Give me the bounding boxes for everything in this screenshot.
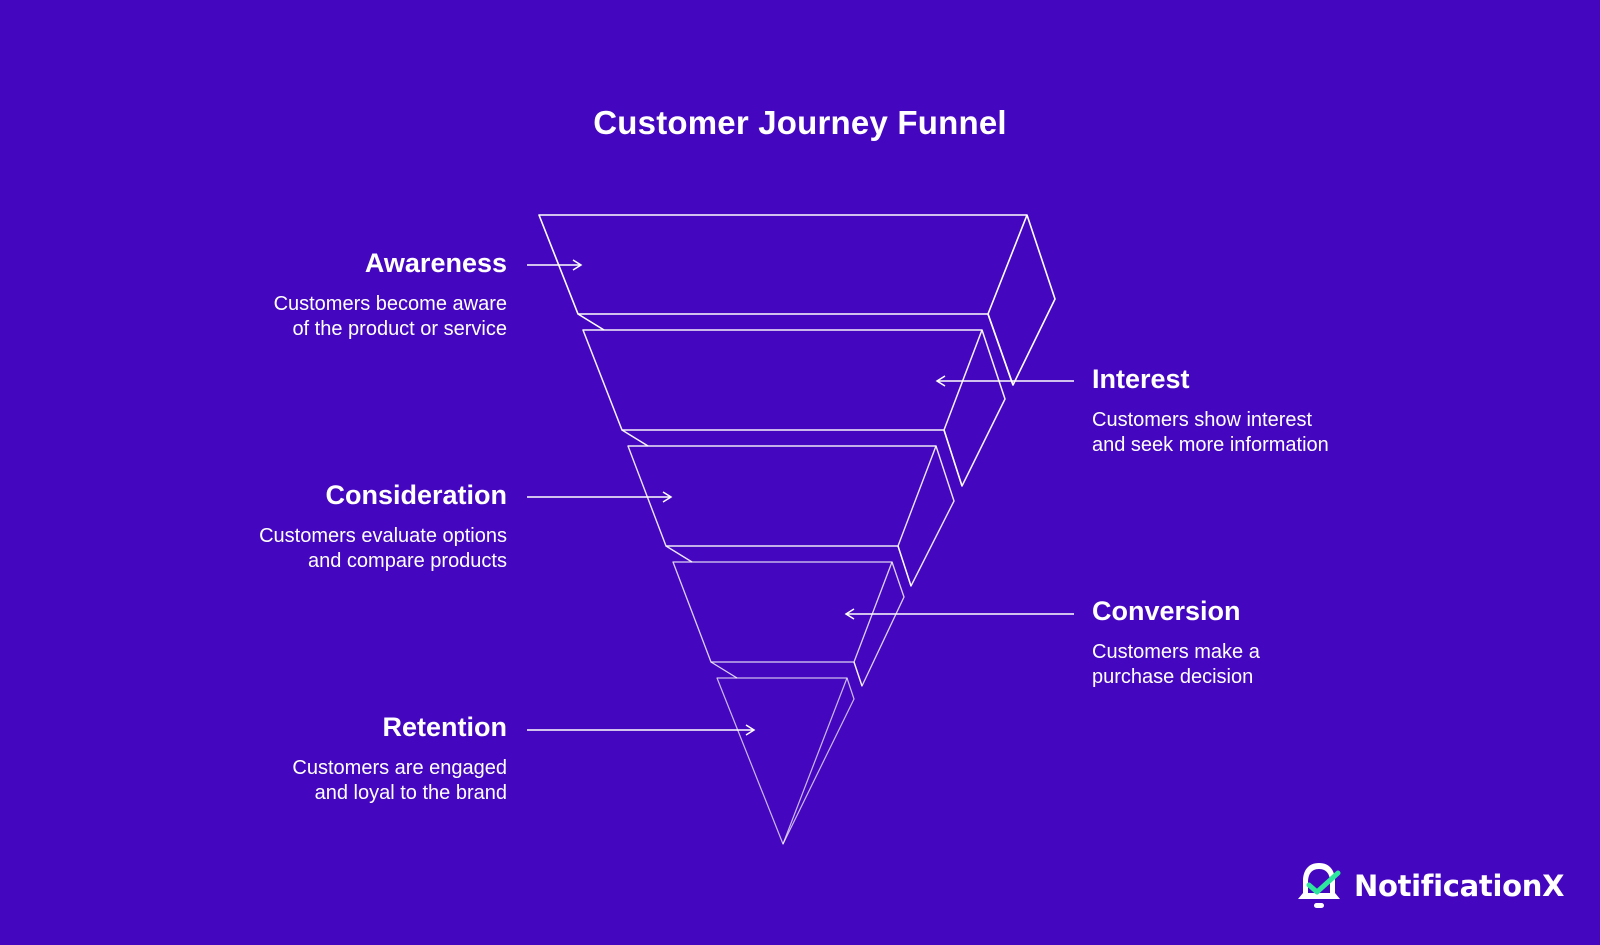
funnel-level-awareness (538, 214, 1056, 386)
funnel-level-conversion (672, 561, 905, 687)
stage-description-line: and loyal to the brand (314, 782, 507, 804)
stage-description: Customers make a purchase decision (1092, 640, 1260, 690)
stage-description: Customers are engaged and loyal to the b… (292, 756, 507, 806)
stage-retention: Retention Customers are engaged and loya… (292, 711, 507, 806)
funnel-level-retention-side (782, 677, 855, 845)
funnel-level-retention (716, 677, 855, 845)
funnel-level-consideration (627, 445, 955, 587)
funnel-level-conversion-front (672, 561, 893, 663)
stage-consideration: Consideration Customers evaluate options… (259, 479, 507, 574)
funnel-level-conversion-edge (853, 661, 863, 687)
funnel-level-awareness-side (987, 214, 1056, 386)
stage-description-line: Customers become aware (273, 293, 507, 315)
stage-description-line: purchase decision (1092, 666, 1254, 688)
stage-label: Awareness (364, 248, 507, 278)
stage-description-line: Customers evaluate options (259, 525, 507, 547)
stage-conversion: Conversion Customers make a purchase dec… (1092, 595, 1260, 690)
stage-description-line: Customers are engaged (292, 757, 507, 779)
stage-description: Customers show interest and seek more in… (1092, 408, 1329, 458)
stage-description-line: Customers make a (1092, 641, 1260, 663)
funnel-level-awareness-front (538, 214, 1028, 315)
funnel-level-awareness-bottom (577, 313, 605, 331)
stage-label: Conversion (1092, 596, 1241, 626)
stage-description-line: of the product or service (292, 318, 507, 340)
diagram-title: Customer Journey Funnel (593, 104, 1007, 141)
funnel-level-consideration-bottom (665, 545, 693, 563)
funnel-level-consideration-edge (897, 545, 912, 587)
funnel-level-awareness-edge (987, 313, 1014, 386)
stage-interest: Interest Customers show interest and see… (1092, 363, 1329, 458)
funnel-level-interest-edge (943, 429, 963, 487)
funnel-level-retention-front (716, 677, 848, 845)
bell-check-icon (1298, 863, 1341, 908)
funnel-level-interest-bottom (621, 429, 649, 447)
funnel-level-consideration-side (897, 445, 955, 587)
funnel-level-consideration-front (627, 445, 937, 547)
stage-label: Interest (1092, 364, 1190, 394)
stage-description-line: Customers show interest (1092, 409, 1313, 431)
stage-awareness: Awareness Customers become aware of the … (274, 247, 507, 342)
stage-label: Retention (382, 712, 508, 742)
brand-logo: NotificationX (1294, 858, 1564, 914)
funnel-level-interest (582, 329, 1006, 487)
funnel-level-conversion-bottom (710, 661, 738, 679)
brand-name: NotificationX (1354, 869, 1565, 903)
stage-description: Customers evaluate options and compare p… (259, 524, 507, 574)
funnel-level-conversion-side (853, 561, 905, 687)
stage-label: Consideration (325, 480, 507, 510)
funnel-level-interest-front (582, 329, 983, 431)
stage-description-line: and compare products (307, 550, 507, 572)
stage-description-line: and seek more information (1092, 434, 1329, 456)
stage-description: Customers become aware of the product or… (274, 292, 507, 342)
